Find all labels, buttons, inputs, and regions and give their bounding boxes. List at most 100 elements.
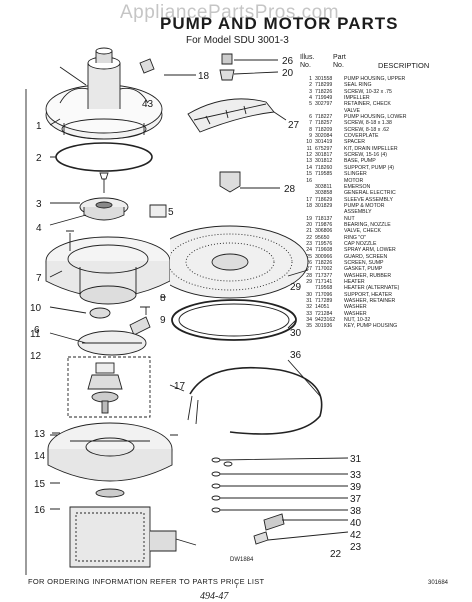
handwritten-note: 494-47 <box>200 591 229 602</box>
parts-list-part-no: 303811 <box>315 183 332 190</box>
parts-list-part-no: 719608 <box>315 247 333 254</box>
figure-code: DW1884 <box>230 557 254 563</box>
parts-list-part-no: 301419 <box>315 139 333 146</box>
callout-7: 7 <box>36 273 42 284</box>
parts-list-illus-no: 1 <box>309 76 312 82</box>
parts-list-description: CAP NOZZLE <box>344 240 377 247</box>
parts-list-description: SUPPORT, HEATER <box>344 291 392 298</box>
parts-list-illus-no: 21 <box>306 228 312 235</box>
parts-list-part-no: 14051 <box>315 304 330 311</box>
parts-list-illus-no: 32 <box>306 304 312 311</box>
parts-list-description: SCREW, 8-18 x .62 <box>344 126 389 133</box>
callout-30: 30 <box>290 328 302 339</box>
drain-impeller-kit-drawing <box>87 362 123 414</box>
parts-list-illus-no: 12 <box>306 152 312 159</box>
callout-20: 20 <box>282 68 294 79</box>
page-title: PUMP AND MOTOR PARTS <box>160 14 399 33</box>
parts-list-description: SEAL RING <box>344 82 372 89</box>
parts-list-illus-no: 33 <box>306 310 312 317</box>
right-callouts: 26 20 27 28 29 30 36 31 33 39 37 38 40 4… <box>282 56 362 560</box>
parts-list-illus-no: 29 <box>306 279 312 285</box>
parts-list-description: SLINGER <box>344 171 367 178</box>
parts-list-description: SLEEVE ASSEMBLY <box>344 196 393 203</box>
parts-list-illus-no: 16 <box>306 177 312 184</box>
parts-list-part-no: 719576 <box>315 240 333 247</box>
column-header-illus-label: Illus. No. <box>300 54 315 69</box>
spray-arm-drawing <box>187 98 275 133</box>
sump-screen-drawing <box>170 225 309 299</box>
parts-list-illus-no: 26 <box>306 259 312 266</box>
parts-list-description: SCREEN, SUMP <box>344 259 384 266</box>
parts-list-description: GUARD, SCREEN <box>344 253 388 260</box>
parts-list-illus-no: 31 <box>306 298 312 305</box>
screw-drawing <box>99 172 109 193</box>
parts-list-illus-no: 2 <box>309 82 312 89</box>
callout-28: 28 <box>284 184 296 195</box>
parts-list-part-no: 301817 <box>315 152 333 159</box>
parts-list-part-no: 300966 <box>315 253 333 260</box>
watermark: AppliancePartsPros.com <box>120 2 340 23</box>
parts-list-description: VALVE, CHECK <box>344 228 381 235</box>
parts-list-part-no: 675297 <box>315 145 333 152</box>
parts-list-illus-no: 25 <box>306 253 312 260</box>
key-drawing <box>139 58 155 74</box>
callout-1: 1 <box>36 121 42 132</box>
parts-list-illus-no: 23 <box>306 240 312 247</box>
upper-pump-housing-drawing <box>45 47 163 140</box>
lower-pump-housing-drawing <box>45 236 171 305</box>
callout-33: 33 <box>350 470 362 481</box>
callout-9: 9 <box>160 315 166 326</box>
parts-list-description: SCREW, 8-18 x 1.38 <box>344 120 392 127</box>
callout-18: 18 <box>198 71 210 82</box>
parts-list-illus-no: 6 <box>309 114 312 121</box>
impeller-drawing <box>79 197 129 221</box>
parts-list-part-no: 302084 <box>315 133 333 140</box>
parts-list-part-no: 717141 <box>315 279 333 285</box>
parts-list-part-no: 718257 <box>315 120 333 127</box>
document-number: 301684 <box>428 580 449 586</box>
parts-list-description: MOTOR <box>344 177 364 184</box>
column-header-part-no: Part No. <box>333 54 346 70</box>
callout-40: 40 <box>350 518 362 529</box>
parts-list-description: KEY, PUMP HOUSING <box>344 323 398 330</box>
parts-list-part-no: 719585 <box>315 171 333 178</box>
parts-list-part-no: 301829 <box>315 202 333 209</box>
parts-list-illus-no: 5 <box>309 101 312 108</box>
parts-list-illus-no: 27 <box>306 266 312 273</box>
callout-16: 16 <box>34 505 46 516</box>
parts-list-description: KIT, DRAIN IMPELLER <box>344 145 398 152</box>
parts-list-description: RING "O" <box>344 234 367 241</box>
parts-list-illus-no: 24 <box>306 247 312 254</box>
column-header-illus-no: Illus. No. <box>300 54 314 70</box>
parts-list-illus-no: 8 <box>309 126 312 133</box>
parts-list-illus-no: 10 <box>306 139 312 146</box>
parts-list-description: GASKET, PUMP <box>344 266 383 273</box>
callout-27: 27 <box>288 120 300 131</box>
callout-10: 10 <box>30 303 42 314</box>
parts-list-description: HEATER <box>344 279 365 285</box>
